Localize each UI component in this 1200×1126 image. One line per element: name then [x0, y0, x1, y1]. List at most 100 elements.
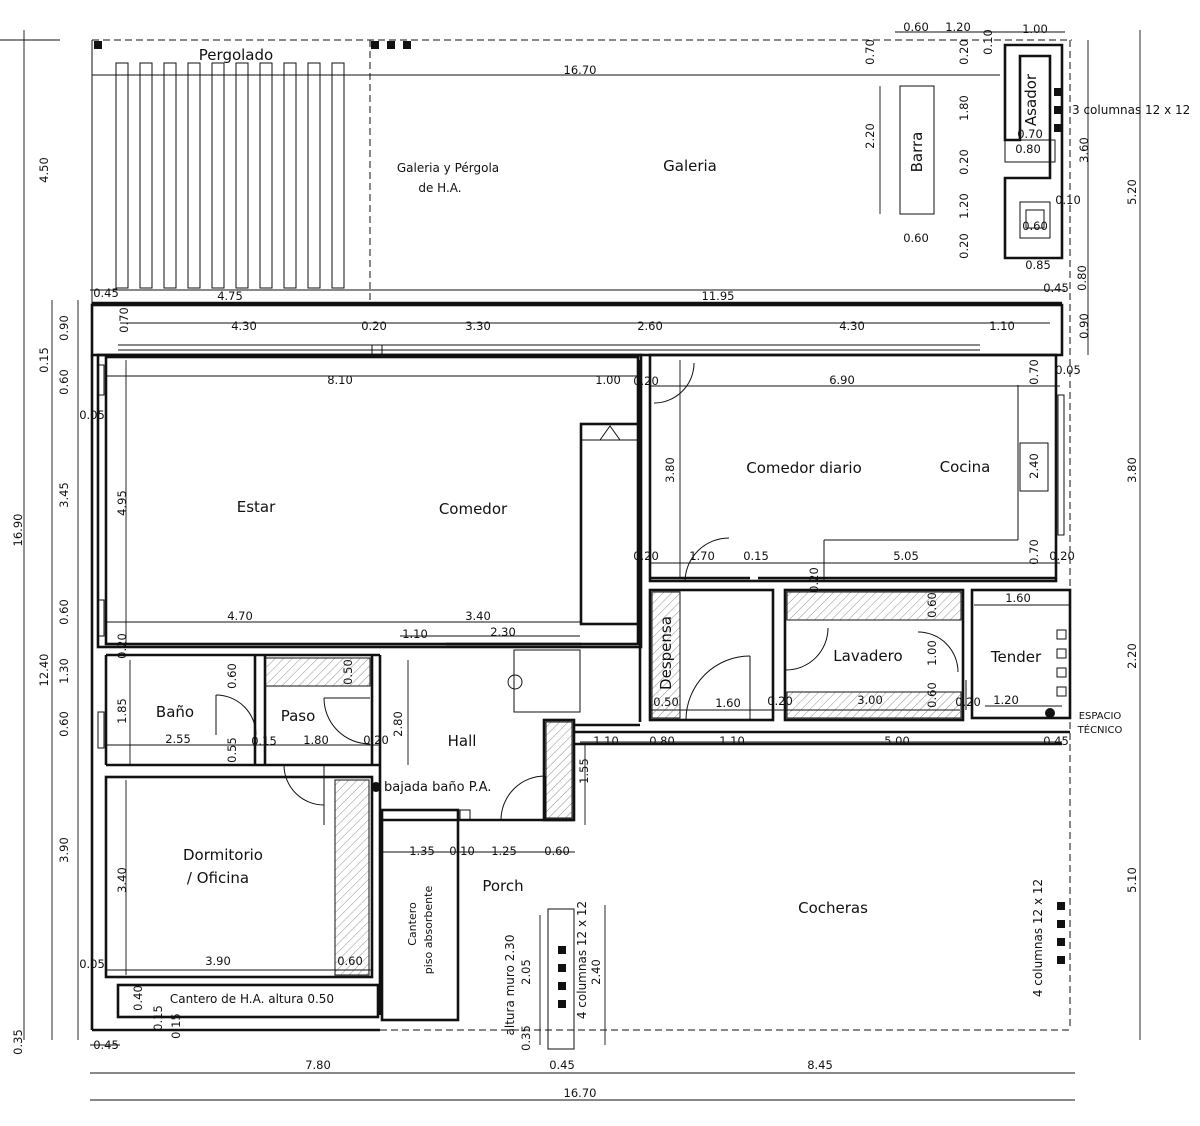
dim: 8.45 — [807, 1058, 833, 1072]
dim: 0.60 — [57, 369, 71, 395]
dim: 0.45 — [1043, 734, 1069, 748]
note-espacio-tecnico: ESPACIO — [1079, 711, 1122, 722]
dim: 4.30 — [231, 319, 257, 333]
dim: 11.95 — [702, 289, 735, 303]
dim: 2.55 — [165, 732, 191, 746]
dim: 0.55 — [225, 737, 239, 763]
dim: 16.90 — [11, 514, 25, 547]
dim: 0.10 — [981, 29, 995, 55]
dim: 2.60 — [637, 319, 663, 333]
dim: 0.70 — [117, 307, 131, 333]
dim: 3.00 — [857, 693, 883, 707]
dim: 2.20 — [863, 123, 877, 149]
note-columnas-porch: 4 columnas 12 x 12 — [575, 901, 589, 1019]
label-dormitorio: Dormitorio — [183, 846, 263, 864]
dim: 0.20 — [957, 149, 971, 175]
dim: 0.20 — [363, 733, 389, 747]
dim: 0.60 — [225, 663, 239, 689]
dim: 4.70 — [227, 609, 253, 623]
note-columnas-top: 3 columnas 12 x 12 — [1072, 103, 1190, 117]
dim: 0.45 — [93, 286, 119, 300]
dim: 0.05 — [79, 957, 105, 971]
dim: 1.10 — [593, 734, 619, 748]
dim: 0.60 — [57, 599, 71, 625]
dim: 0.20 — [361, 319, 387, 333]
note-columnas-cocheras: 4 columnas 12 x 12 — [1031, 879, 1045, 997]
dimension-texts: 0.60 1.20 1.00 16.70 0.70 0.20 0.10 2.20… — [11, 20, 1139, 1100]
barra-asador — [899, 43, 1064, 260]
dim: 5.10 — [1125, 867, 1139, 893]
dim: 0.10 — [1055, 193, 1081, 207]
dim: 4.95 — [115, 490, 129, 516]
label-dormitorio-2: / Oficina — [187, 869, 249, 887]
dim: 0.15 — [743, 549, 769, 563]
dim: 1.80 — [303, 733, 329, 747]
dim: 4.75 — [217, 289, 243, 303]
dim: 3.30 — [465, 319, 491, 333]
dim: 3.90 — [205, 954, 231, 968]
label-comedor: Comedor — [439, 500, 508, 518]
dim: 7.80 — [305, 1058, 331, 1072]
dim: 1.60 — [715, 696, 741, 710]
label-pergolado: Pergolado — [199, 46, 273, 64]
label-estar: Estar — [237, 498, 276, 516]
dim: 16.70 — [564, 63, 597, 77]
dim: 0.15 — [37, 347, 51, 373]
dim: 0.80 — [649, 734, 675, 748]
note-altura-muro: altura muro 2.30 — [503, 935, 517, 1036]
dim: 0.20 — [1049, 549, 1075, 563]
dim: 3.80 — [1125, 457, 1139, 483]
dim: 1.00 — [595, 373, 621, 387]
dim: 1.85 — [115, 698, 129, 724]
dim: 1.30 — [57, 658, 71, 684]
dim: 1.20 — [993, 693, 1019, 707]
dim: 2.80 — [391, 711, 405, 737]
note-espacio-tecnico-2: TÉCNICO — [1077, 723, 1123, 736]
columns — [94, 41, 1065, 1008]
dim: 0.20 — [633, 374, 659, 388]
label-comedor-diario: Comedor diario — [746, 459, 862, 477]
dim: 0.20 — [955, 695, 981, 709]
dim: 0.60 — [544, 844, 570, 858]
dim: 1.00 — [925, 640, 939, 666]
dim: 0.80 — [1075, 265, 1089, 291]
label-cocina: Cocina — [940, 458, 991, 476]
dim: 0.90 — [57, 315, 71, 341]
dim: 0.50 — [341, 659, 355, 685]
dim: 1.35 — [409, 844, 435, 858]
dim: 16.70 — [564, 1086, 597, 1100]
dim: 0.60 — [925, 592, 939, 618]
doors — [215, 362, 967, 825]
site-outline — [91, 39, 1072, 1031]
dim: 5.05 — [893, 549, 919, 563]
dim: 1.55 — [577, 758, 591, 784]
dim: 1.20 — [957, 193, 971, 219]
dim: 0.45 — [549, 1058, 575, 1072]
dim: 0.70 — [1027, 359, 1041, 385]
dim: 0.35 — [519, 1025, 533, 1051]
dim: 0.70 — [863, 39, 877, 65]
dim: 1.25 — [491, 844, 517, 858]
dim: 0.20 — [115, 633, 129, 659]
dim: 1.20 — [945, 20, 971, 34]
dim: 0.20 — [807, 567, 821, 593]
dim: 2.05 — [519, 959, 533, 985]
dim: 0.60 — [57, 711, 71, 737]
dim: 0.15 — [151, 1005, 165, 1031]
dim: 0.45 — [93, 1038, 119, 1052]
dim: 5.00 — [884, 734, 910, 748]
label-hall: Hall — [448, 732, 477, 750]
dim: 0.45 — [1043, 281, 1069, 295]
dim: 0.70 — [1027, 539, 1041, 565]
dim: 0.15 — [251, 734, 277, 748]
label-asador: Asador — [1022, 73, 1040, 126]
dim: 0.60 — [1022, 219, 1048, 233]
dim: 0.20 — [957, 39, 971, 65]
label-bano: Baño — [156, 703, 194, 721]
dim: 1.00 — [1022, 22, 1048, 36]
note-cantero-2: piso absorbente — [422, 886, 435, 975]
dim: 0.20 — [633, 549, 659, 563]
dim: 3.40 — [465, 609, 491, 623]
dim: 0.50 — [653, 695, 679, 709]
label-galeria: Galeria — [663, 157, 717, 175]
